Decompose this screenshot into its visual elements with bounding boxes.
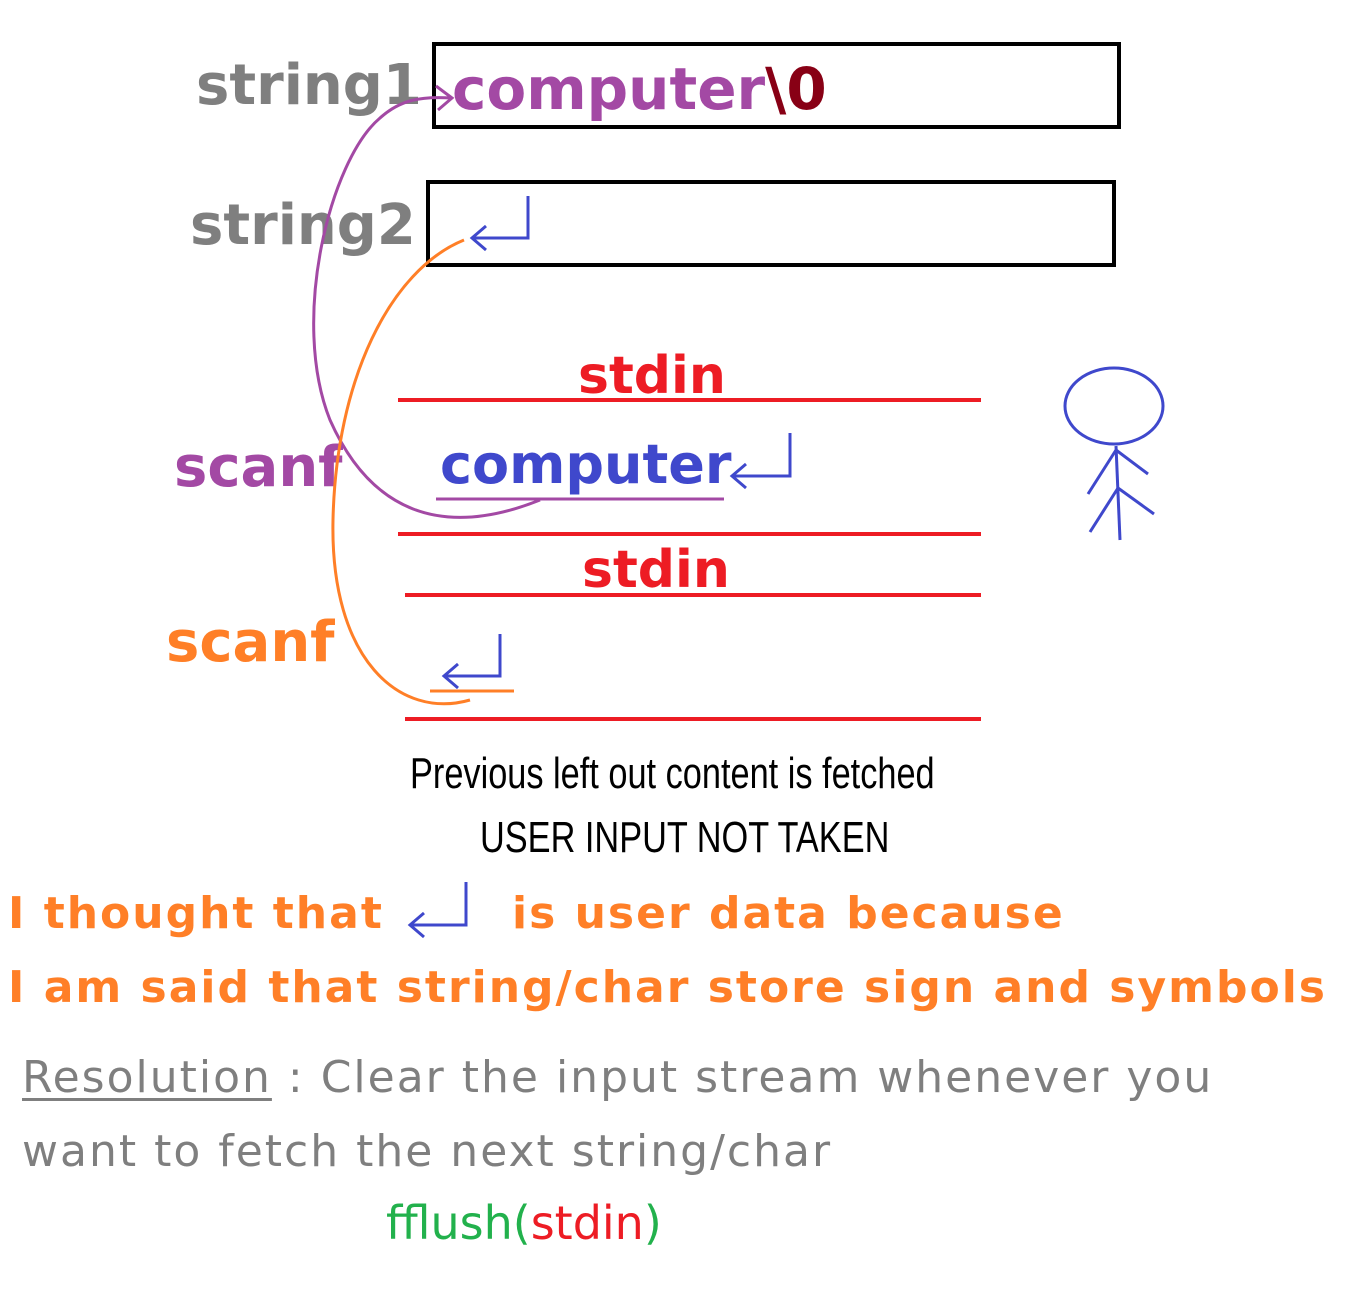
string1-text: computer — [452, 55, 766, 123]
resolution-label: Resolution — [22, 1052, 272, 1103]
fflush-close: ) — [643, 1196, 662, 1250]
thought-line-1a: I thought that — [8, 888, 384, 939]
scanf-label-2: scanf — [166, 610, 335, 675]
string1-label: string1 — [196, 53, 422, 118]
stdin-heading-1: stdin — [578, 346, 726, 406]
scanf-label-1: scanf — [174, 435, 343, 500]
enter-key-icon — [441, 634, 502, 690]
fflush-arg: stdin — [530, 1196, 644, 1250]
stream-content-1: computer — [440, 433, 732, 496]
string2-box — [426, 180, 1116, 267]
resolution-text-2: want to fetch the next string/char — [22, 1126, 833, 1177]
string1-value: computer\0 — [452, 60, 827, 118]
null-terminator: \0 — [765, 55, 827, 123]
enter-key-icon — [407, 882, 468, 939]
note-line-2: USER INPUT NOT TAKEN — [480, 813, 890, 862]
fflush-code: fflush(stdin) — [386, 1200, 662, 1246]
stick-figure-user-icon — [1063, 366, 1165, 541]
enter-key-icon — [729, 433, 792, 490]
resolution-line-1: Resolution : Clear the input stream when… — [22, 1056, 1213, 1100]
resolution-separator: : — [271, 1052, 321, 1103]
string1-box — [432, 42, 1121, 129]
stdin-heading-2: stdin — [582, 540, 730, 600]
string2-label: string2 — [190, 193, 416, 258]
thought-line-2: I am said that string/char store sign an… — [8, 962, 1327, 1013]
note-line-1: Previous left out content is fetched — [410, 749, 935, 798]
resolution-text-1: Clear the input stream whenever you — [320, 1052, 1214, 1103]
fflush-fn: fflush( — [386, 1196, 531, 1250]
thought-line-1b: is user data because — [512, 888, 1065, 939]
